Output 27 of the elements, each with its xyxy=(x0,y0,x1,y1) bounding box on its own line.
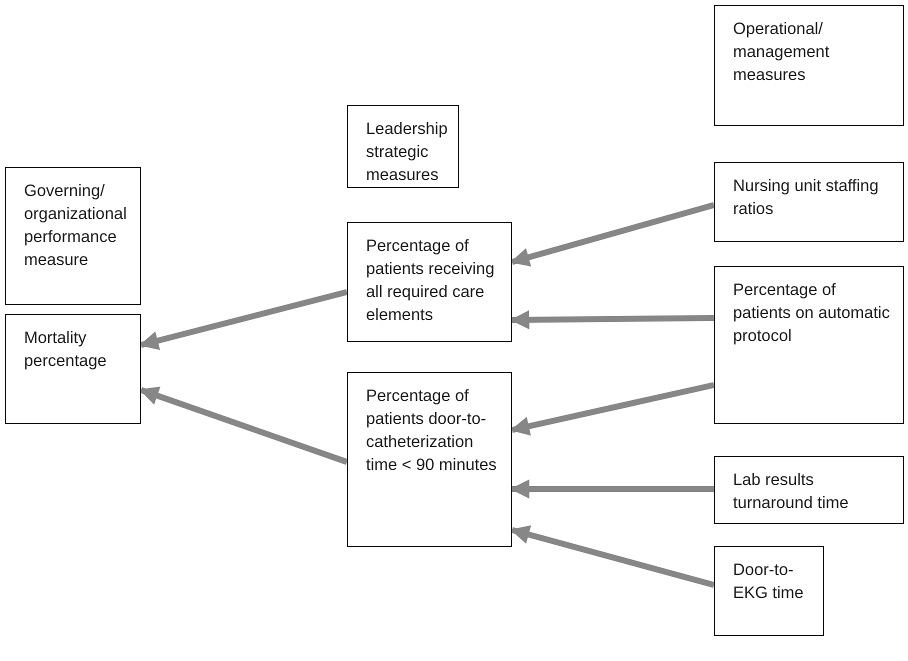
arrow xyxy=(510,310,714,330)
box-label: Percentage of patients receiving all required care elements xyxy=(366,236,496,326)
arrow xyxy=(510,525,715,588)
arrow xyxy=(139,289,348,350)
box-label: Percentage of patients on automatic protocol xyxy=(733,280,891,347)
text-box xyxy=(347,372,512,547)
box-label: Mortality percentage xyxy=(24,328,108,372)
box-label: Leadership strategic measures xyxy=(366,119,449,186)
text-box xyxy=(714,162,904,242)
text-box xyxy=(5,167,141,305)
text-box xyxy=(714,456,904,524)
text-box xyxy=(347,105,459,188)
arrow xyxy=(510,479,714,499)
box-label: Nursing unit staffing ratios xyxy=(733,176,880,220)
box-label: Governing/ organizational performance measure xyxy=(24,181,128,271)
text-box xyxy=(5,314,141,424)
text-box xyxy=(714,5,904,126)
text-box xyxy=(347,222,512,342)
arrow xyxy=(139,386,348,465)
text-box xyxy=(714,546,824,636)
arrow xyxy=(510,202,715,267)
arrow xyxy=(510,382,715,436)
box-label: Operational/ management measures xyxy=(733,19,830,86)
box-label: Percentage of patients door-to-catheterization time < 90 minutes xyxy=(366,386,498,476)
text-box xyxy=(714,266,904,424)
box-label: Door-to-EKG time xyxy=(733,560,805,604)
box-label: Lab results turnaround time xyxy=(733,470,850,514)
